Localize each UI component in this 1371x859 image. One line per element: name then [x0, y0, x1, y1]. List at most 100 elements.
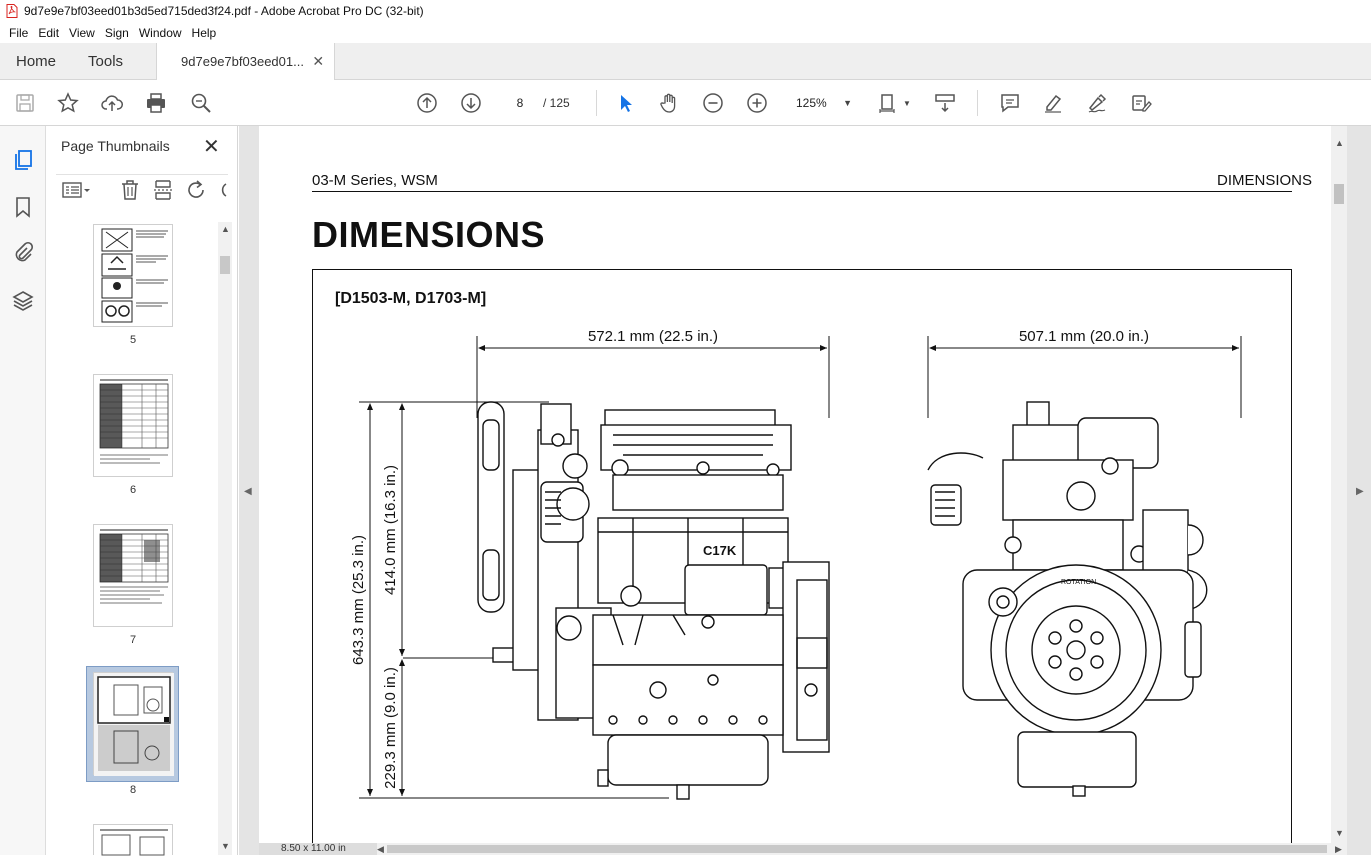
fill-sign-icon[interactable] — [1085, 91, 1109, 115]
thumbnail-tools — [56, 174, 228, 202]
page-header-left: 03-M Series, WSM — [312, 172, 438, 189]
tab-tools[interactable]: Tools — [88, 52, 124, 70]
extract-page-icon[interactable] — [153, 179, 173, 201]
delete-page-icon[interactable] — [120, 179, 140, 201]
thumbnail-preview — [101, 228, 168, 323]
menu-sign[interactable]: Sign — [104, 25, 129, 40]
upload-cloud-icon[interactable] — [100, 91, 124, 115]
close-panel-icon[interactable]: ✕ — [203, 136, 220, 158]
scroll-right-icon[interactable]: ▶ — [1335, 844, 1342, 854]
thumbnail-page-6[interactable] — [93, 374, 173, 477]
zoom-select[interactable]: 125% ▼ — [786, 91, 858, 115]
zoom-value: 125% — [796, 96, 827, 110]
toolbar-separator — [977, 90, 978, 116]
scroll-left-icon[interactable]: ◀ — [377, 844, 384, 854]
thumbnail-label: 8 — [129, 784, 137, 796]
toolbar-separator — [596, 90, 597, 116]
previous-page-icon[interactable] — [415, 91, 439, 115]
navigation-rail — [0, 126, 46, 855]
pdf-file-icon — [6, 4, 18, 18]
scroll-down-icon[interactable]: ▼ — [221, 841, 230, 851]
zoom-in-icon[interactable] — [745, 91, 769, 115]
tab-document-label: 9d7e9e7bf03eed01... — [181, 54, 304, 69]
dim-width-side-label: 572.1 mm (22.5 in.) — [588, 328, 718, 345]
collapse-left-panel-icon[interactable]: ◀ — [244, 486, 252, 497]
close-tab-icon[interactable]: ✕ — [312, 53, 325, 69]
rotate-clockwise-icon[interactable] — [216, 179, 228, 201]
dim-height-lower-label: 229.3 mm (9.0 in.) — [382, 667, 399, 789]
thumbnail-options-icon[interactable] — [62, 181, 92, 199]
status-bar: 8.50 x 11.00 in ◀ ▶ — [259, 843, 1347, 855]
rotate-icon[interactable] — [186, 179, 208, 201]
thumbnail-preview — [94, 673, 174, 776]
scroll-mode-icon[interactable] — [933, 91, 957, 115]
comment-icon[interactable] — [998, 91, 1022, 115]
engine-dimension-drawing: C17K — [350, 328, 1242, 800]
scroll-up-icon[interactable]: ▲ — [1335, 138, 1344, 148]
engine-side-view: C17K — [477, 401, 830, 800]
thumbnail-page-5[interactable] — [93, 224, 173, 327]
more-tools-icon[interactable] — [1129, 91, 1153, 115]
thumbnail-page-7[interactable] — [93, 524, 173, 627]
menu-bar: File Edit View Sign Window Help — [0, 22, 1371, 43]
next-page-icon[interactable] — [459, 91, 483, 115]
page-total: / 125 — [543, 96, 570, 110]
engine-front-view: ROTATION — [927, 401, 1208, 797]
page-fit-chevron-icon[interactable]: ▼ — [903, 99, 911, 108]
thumbnail-label: 7 — [129, 634, 137, 646]
scrollbar-thumb[interactable] — [220, 256, 230, 274]
print-icon[interactable] — [144, 91, 168, 115]
dim-height-upper-label: 414.0 mm (16.3 in.) — [382, 465, 399, 595]
thumbnail-preview — [100, 829, 168, 856]
main-toolbar — [0, 80, 1371, 126]
scroll-down-icon[interactable]: ▼ — [1335, 828, 1344, 838]
layers-icon[interactable] — [11, 289, 35, 313]
flywheel-rotation-label: ROTATION — [1061, 579, 1096, 586]
bookmark-icon[interactable] — [11, 195, 35, 219]
scrollbar-thumb[interactable] — [1334, 184, 1344, 204]
menu-edit[interactable]: Edit — [38, 25, 60, 40]
menu-file[interactable]: File — [9, 25, 29, 40]
scroll-up-icon[interactable]: ▲ — [221, 224, 230, 234]
page-thumbnails-icon[interactable] — [11, 148, 35, 172]
bookmark-star-icon[interactable] — [56, 91, 80, 115]
thumbnail-scrollbar[interactable]: ▲ ▼ — [218, 222, 232, 855]
select-cursor-icon[interactable] — [613, 91, 637, 115]
document-vertical-scrollbar[interactable]: ▲ ▼ — [1331, 126, 1347, 843]
thumbnail-preview — [99, 379, 169, 464]
thumbnail-label: 5 — [129, 334, 137, 346]
engine-mark-label: C17K — [703, 543, 737, 558]
figure-frame: [D1503-M, D1703-M] — [312, 269, 1292, 849]
menu-window[interactable]: Window — [138, 25, 182, 40]
menu-help[interactable]: Help — [191, 25, 217, 40]
highlight-pen-icon[interactable] — [1041, 91, 1065, 115]
save-icon[interactable] — [13, 91, 37, 115]
page-header-right: DIMENSIONS — [1216, 172, 1312, 189]
collapse-right-panel-icon[interactable]: ▶ — [1356, 486, 1364, 497]
menu-view[interactable]: View — [69, 25, 95, 40]
page-number-input[interactable]: 8 — [502, 91, 538, 115]
tab-document[interactable]: 9d7e9e7bf03eed01... ✕ — [156, 43, 336, 80]
hand-tool-icon[interactable] — [657, 91, 681, 115]
chevron-down-icon: ▼ — [843, 98, 852, 108]
attachment-icon[interactable] — [11, 241, 35, 265]
document-viewport: ◀ 03-M Series, WSM DIMENSIONS DIMENSIONS… — [239, 126, 1371, 855]
dim-height-total-label: 643.3 mm (25.3 in.) — [350, 535, 367, 665]
horizontal-scrollbar-thumb[interactable] — [387, 845, 1327, 853]
thumbnail-label: 6 — [129, 484, 137, 496]
tab-bar: Home Tools 9d7e9e7bf03eed01... ✕ — [0, 43, 1371, 80]
thumbnail-preview — [99, 529, 169, 604]
panel-title: Page Thumbnails — [61, 138, 170, 154]
title-bar: 9d7e9e7bf03eed01b3d5ed715ded3f24.pdf - A… — [0, 0, 1371, 22]
tab-home[interactable]: Home — [16, 52, 57, 70]
pdf-page: 03-M Series, WSM DIMENSIONS DIMENSIONS [… — [259, 126, 1331, 849]
page-fit-icon[interactable] — [877, 91, 901, 115]
zoom-search-icon[interactable] — [189, 91, 213, 115]
thumbnail-page-8[interactable] — [93, 672, 174, 776]
page-size-readout: 8.50 x 11.00 in — [259, 843, 377, 855]
figure-label: [D1503-M, D1703-M] — [335, 290, 487, 307]
thumbnail-page-9[interactable] — [93, 824, 173, 856]
page-title: DIMENSIONS — [312, 214, 546, 255]
dim-width-front-label: 507.1 mm (20.0 in.) — [1019, 328, 1149, 345]
zoom-out-icon[interactable] — [701, 91, 725, 115]
